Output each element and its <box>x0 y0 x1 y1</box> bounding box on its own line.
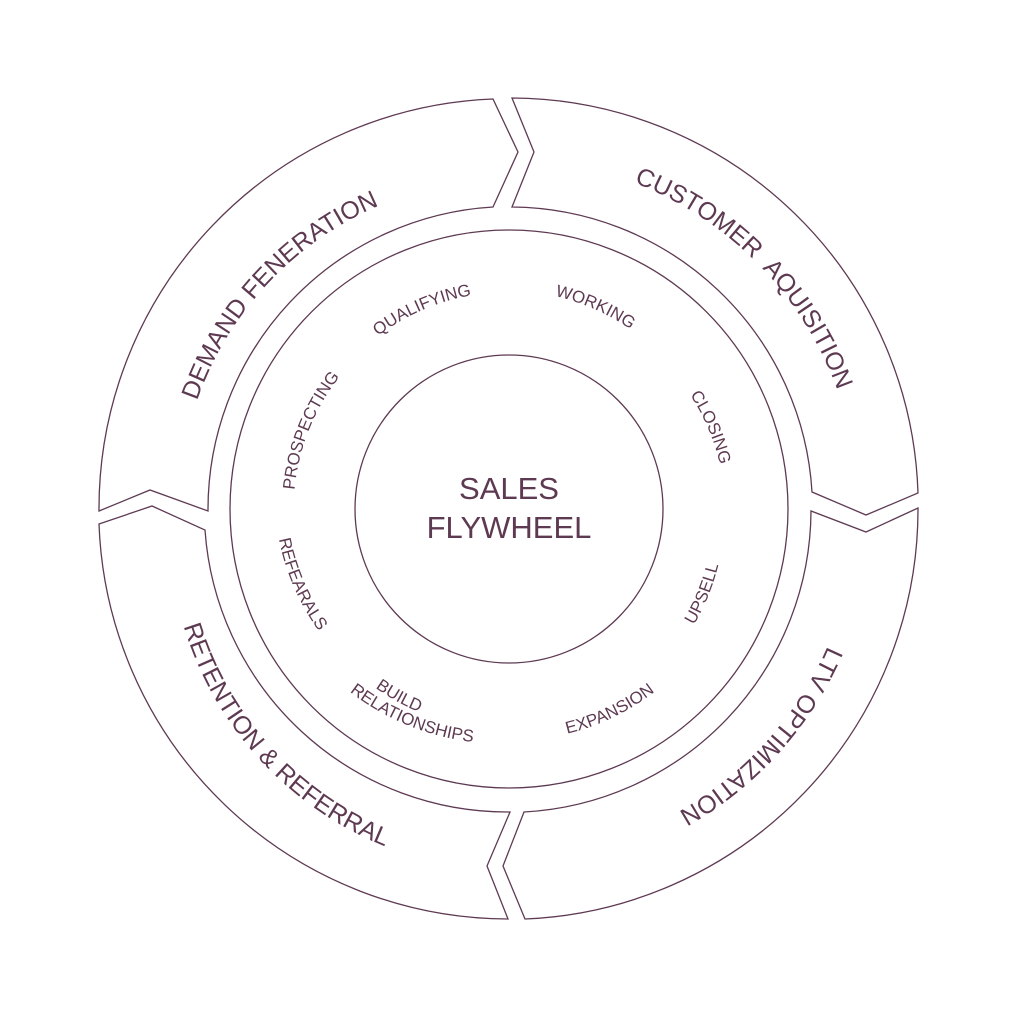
segment-ltv-optimization-shape <box>502 506 919 920</box>
stage-label-refearals: REFEARALS <box>275 536 331 634</box>
center-title-line-2: FLYWHEEL <box>427 510 592 545</box>
stage-label-qualifying: QUALIFYING <box>369 280 472 339</box>
center-title-line-1: SALES <box>459 471 559 506</box>
segment-retention-referral-shape <box>98 505 511 920</box>
stage-label-working: WORKING <box>554 281 639 332</box>
stage-label-expansion: EXPANSION <box>563 680 657 738</box>
stage-label-relationships: RELATIONSHIPS <box>347 680 475 746</box>
segment-demand-generation-shape <box>98 98 519 512</box>
stage-label-prospecting: PROSPECTING <box>279 368 342 491</box>
segment-label-ltv-optimization: LTV OPTIMIZATION <box>675 644 847 831</box>
stage-label-closing: CLOSING <box>687 387 735 466</box>
center-circle <box>354 354 664 664</box>
outer-ring <box>98 97 919 920</box>
segment-customer-acquisition-shape <box>511 97 919 516</box>
segment-label-retention-referral: RETENTION & REFERRAL <box>178 619 394 852</box>
middle-ring-circle <box>229 229 789 789</box>
stage-label-upsell: UPSELL <box>681 561 722 627</box>
segment-label-demand-generation: DEMAND FENERATION <box>176 186 381 403</box>
